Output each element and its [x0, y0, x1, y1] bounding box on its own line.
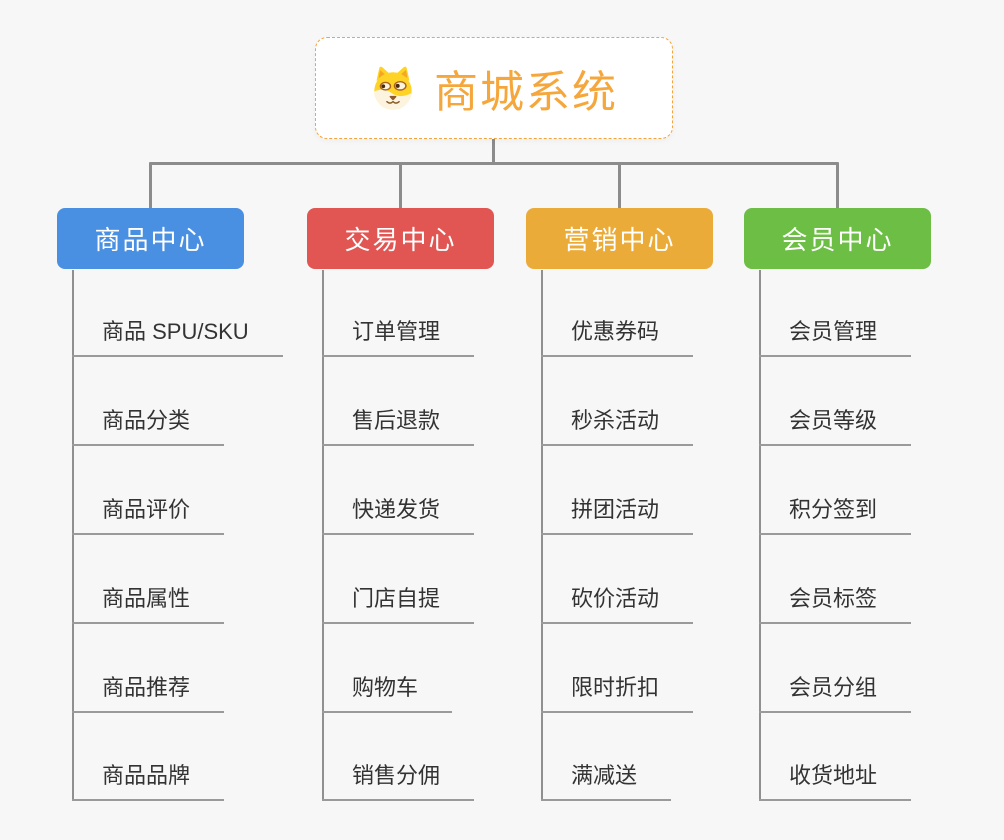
branch-header-marketing[interactable]: 营销中心: [526, 208, 713, 269]
branch-header-product[interactable]: 商品中心: [57, 208, 244, 269]
branch-items-marketing: 优惠券码 秒杀活动 拼团活动 砍价活动 限时折扣 满减送: [526, 270, 713, 803]
leaf-node[interactable]: 积分签到: [759, 495, 912, 535]
leaf-node[interactable]: 限时折扣: [541, 673, 694, 713]
leaf-node[interactable]: 商品推荐: [72, 673, 225, 713]
branch-items-trade: 订单管理 售后退款 快递发货 门店自提 购物车 销售分佣: [307, 270, 494, 803]
connector-drop-marketing: [618, 162, 621, 209]
root-title: 商城系统: [434, 68, 618, 117]
branch-items-product: 商品 SPU/SKU 商品分类 商品评价 商品属性 商品推荐 商品品牌: [57, 270, 283, 803]
leaf-node[interactable]: 门店自提: [322, 584, 475, 624]
leaf-node[interactable]: 会员管理: [759, 317, 912, 357]
connector-root-vertical: [492, 138, 495, 165]
branch-marketing-center: 营销中心 优惠券码 秒杀活动 拼团活动 砍价活动 限时折扣 满减送: [526, 208, 713, 801]
connector-drop-product: [149, 162, 152, 209]
leaf-node[interactable]: 商品品牌: [72, 761, 225, 801]
branch-product-center: 商品中心 商品 SPU/SKU 商品分类 商品评价 商品属性 商品推荐 商品品牌: [57, 208, 283, 801]
branch-header-trade[interactable]: 交易中心: [307, 208, 494, 269]
root-node[interactable]: 商城系统: [315, 37, 673, 139]
leaf-node[interactable]: 商品属性: [72, 584, 225, 624]
leaf-node[interactable]: 会员分组: [759, 673, 912, 713]
leaf-node[interactable]: 满减送: [541, 761, 672, 801]
leaf-node[interactable]: 销售分佣: [322, 761, 475, 801]
branch-items-member: 会员管理 会员等级 积分签到 会员标签 会员分组 收货地址: [744, 270, 931, 803]
leaf-node[interactable]: 会员标签: [759, 584, 912, 624]
branch-trade-center: 交易中心 订单管理 售后退款 快递发货 门店自提 购物车 销售分佣: [307, 208, 494, 801]
connector-drop-trade: [399, 162, 402, 209]
connector-horizontal-bar: [149, 162, 839, 165]
leaf-node[interactable]: 商品 SPU/SKU: [72, 317, 283, 357]
leaf-node[interactable]: 商品分类: [72, 406, 225, 446]
leaf-node[interactable]: 快递发货: [322, 495, 475, 535]
connector-drop-member: [836, 162, 839, 209]
leaf-node[interactable]: 会员等级: [759, 406, 912, 446]
leaf-node[interactable]: 拼团活动: [541, 495, 694, 535]
doge-icon: [374, 66, 412, 110]
leaf-node[interactable]: 订单管理: [322, 317, 475, 357]
leaf-node[interactable]: 优惠券码: [541, 317, 694, 357]
leaf-node[interactable]: 购物车: [322, 673, 453, 713]
leaf-node[interactable]: 收货地址: [759, 761, 912, 801]
leaf-node[interactable]: 商品评价: [72, 495, 225, 535]
branch-header-member[interactable]: 会员中心: [744, 208, 931, 269]
leaf-node[interactable]: 秒杀活动: [541, 406, 694, 446]
branch-member-center: 会员中心 会员管理 会员等级 积分签到 会员标签 会员分组 收货地址: [744, 208, 931, 801]
leaf-node[interactable]: 砍价活动: [541, 584, 694, 624]
leaf-node[interactable]: 售后退款: [322, 406, 475, 446]
